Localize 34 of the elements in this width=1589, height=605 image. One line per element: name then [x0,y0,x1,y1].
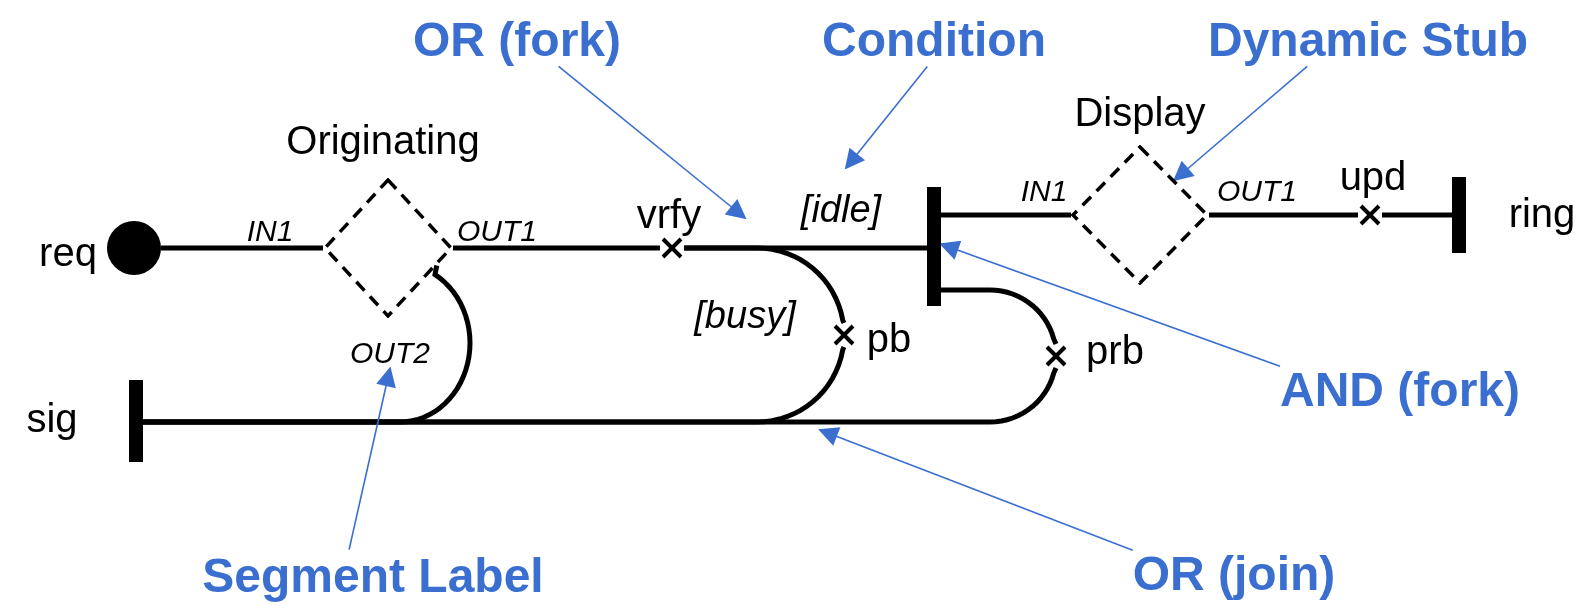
annotation-label: AND (fork) [1280,363,1520,417]
stub-port-label: OUT1 [1217,173,1297,207]
leader-line [1173,65,1308,182]
path-line [161,245,323,251]
end-label: ring [1508,191,1576,235]
responsibility-label: upd [1339,154,1407,198]
path-line [1382,212,1452,218]
responsibility-label: prb [1086,328,1144,372]
leader-line [844,65,929,170]
annotation-label: Segment Label [202,549,544,603]
stub-name: Originating [286,118,480,162]
leader-line [348,366,396,551]
leader-line [818,427,1134,552]
path-line [941,287,1059,345]
annotation-label: Dynamic Stub [1207,13,1529,67]
end-label: sig [26,396,78,440]
start-label: req [39,230,97,274]
stub-port-label: IN1 [246,213,294,247]
path-line [143,367,1059,425]
annotation-label: OR (join) [1132,547,1336,601]
leader-line [939,240,1281,368]
stub-name: Display [1074,90,1206,134]
leader-line [557,65,747,220]
stub-port-label: OUT2 [350,335,430,369]
annotation-label: OR (fork) [413,13,621,67]
annotation-label: Condition [822,13,1046,67]
path-line [941,212,1071,218]
responsibility-label: vrfy [636,192,702,236]
path-line [684,245,847,324]
path-line [453,245,660,251]
path-line [1209,212,1358,218]
responsibility-label: pb [866,316,912,360]
stub-port-label: IN1 [1020,173,1068,207]
stub-port-label: OUT1 [457,213,537,247]
